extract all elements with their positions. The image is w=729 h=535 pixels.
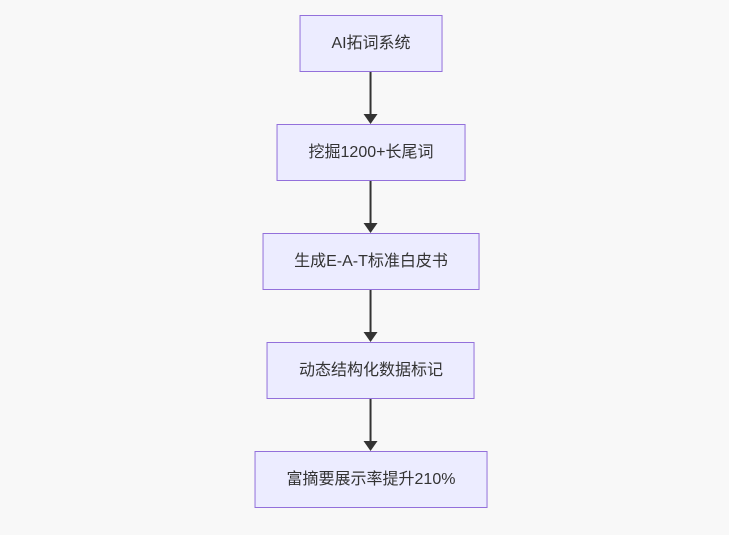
edge-connector-2 [364, 181, 378, 233]
arrowhead-down-icon [364, 223, 378, 233]
flowchart-node-3: 生成E-A-T标准白皮书 [262, 233, 480, 290]
edge-line [370, 399, 372, 441]
edge-connector-4 [364, 399, 378, 451]
node-label: AI拓词系统 [331, 34, 411, 52]
node-label: 富摘要展示率提升210% [286, 470, 456, 488]
node-label: 挖掘1200+长尾词 [308, 143, 434, 161]
flowchart: AI拓词系统 挖掘1200+长尾词 生成E-A-T标准白皮书 动态结构化数据标记… [254, 15, 488, 508]
flowchart-node-2: 挖掘1200+长尾词 [276, 124, 466, 181]
edge-line [370, 181, 372, 223]
arrowhead-down-icon [364, 441, 378, 451]
edge-connector-3 [364, 290, 378, 342]
edge-line [370, 72, 372, 114]
edge-line [370, 290, 372, 332]
node-label: 动态结构化数据标记 [298, 361, 443, 379]
edge-connector-1 [364, 72, 378, 124]
arrowhead-down-icon [364, 114, 378, 124]
flowchart-node-5: 富摘要展示率提升210% [254, 451, 488, 508]
node-label: 生成E-A-T标准白皮书 [294, 252, 448, 270]
flowchart-node-4: 动态结构化数据标记 [266, 342, 475, 399]
arrowhead-down-icon [364, 332, 378, 342]
flowchart-node-1: AI拓词系统 [299, 15, 443, 72]
